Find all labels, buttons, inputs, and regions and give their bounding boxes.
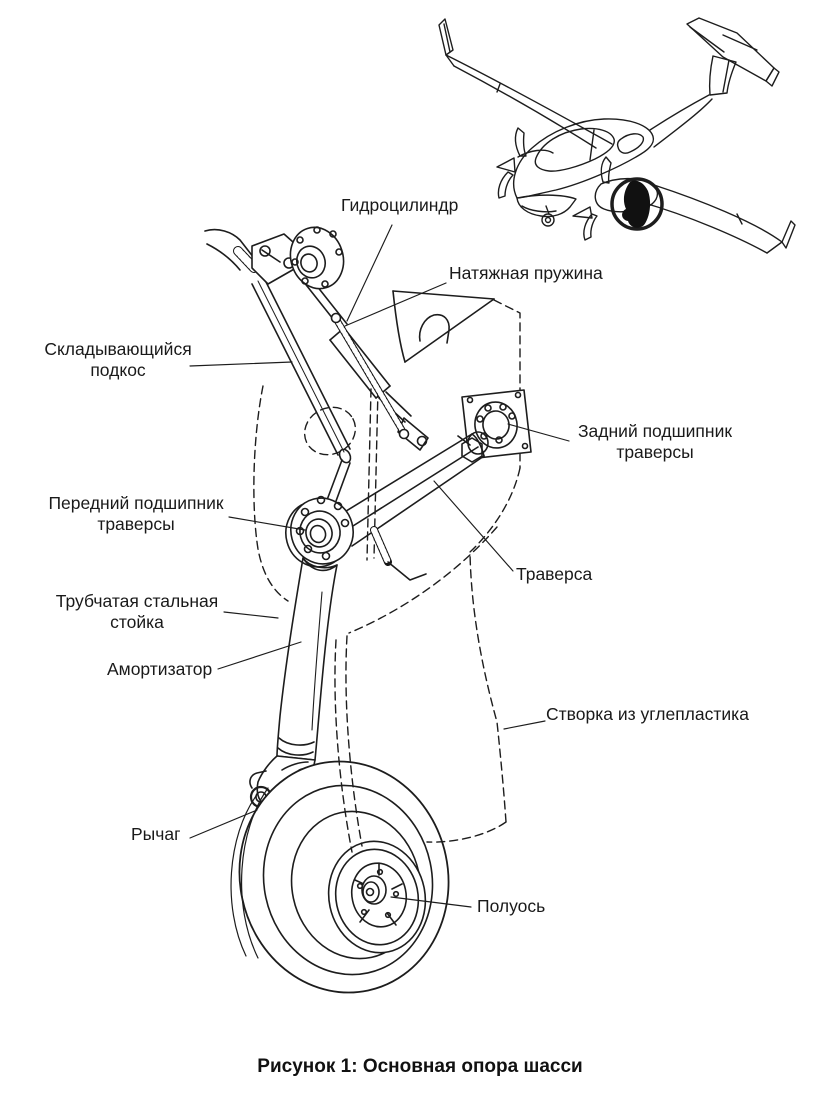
front-trunnion-bearing bbox=[285, 495, 354, 568]
gear-location-highlight-circle bbox=[610, 177, 664, 231]
figure-label-folding-strut-line1: Складывающийся bbox=[44, 339, 192, 359]
upper-attachment-assembly bbox=[204, 228, 303, 285]
aircraft-nose bbox=[516, 194, 577, 218]
aircraft-rear-window bbox=[616, 133, 645, 154]
figure-label-tubular-steel-strut: Трубчатая стальная стойка bbox=[27, 591, 247, 633]
figure-label-half-axle: Полуось bbox=[477, 896, 546, 916]
aircraft-left-propeller bbox=[496, 157, 516, 173]
figure-label-front-trunnion-bearing: Передний подшипник траверсы bbox=[26, 493, 246, 535]
aircraft-right-winglet bbox=[781, 220, 796, 249]
figure-label-tubular-steel-strut-line1: Трубчатая стальная bbox=[55, 591, 219, 611]
leader-half-axle bbox=[390, 896, 472, 908]
wheel-hub-dish bbox=[350, 862, 408, 928]
leader-folding-strut bbox=[189, 361, 293, 367]
leader-lever bbox=[189, 809, 258, 839]
tension-spring bbox=[330, 312, 410, 440]
aircraft-left-winglet bbox=[438, 18, 454, 56]
aircraft-right-propeller bbox=[572, 206, 593, 219]
figure-label-front-trunnion-bearing-line2: траверсы bbox=[97, 514, 175, 534]
door-hinge-tab bbox=[418, 313, 450, 344]
aircraft-right-wing bbox=[653, 184, 783, 243]
main-gear-illustration bbox=[189, 224, 570, 994]
figure-label-hydraulic-cylinder: Гидроцилиндр bbox=[341, 195, 459, 215]
figure-label-folding-strut-line2: подкос bbox=[90, 360, 146, 380]
wheel bbox=[230, 760, 450, 994]
aircraft-tail-boom bbox=[649, 94, 710, 131]
tubular-steel-strut bbox=[276, 557, 338, 761]
leader-shock-absorber bbox=[217, 641, 302, 670]
aircraft-stabilizer bbox=[686, 17, 775, 82]
aircraft-canopy bbox=[534, 127, 615, 172]
upper-mounting-flange bbox=[289, 226, 345, 290]
shock-absorber-inner bbox=[311, 591, 323, 731]
figure-label-carbon-fiber-door: Створка из углепластика bbox=[546, 704, 749, 724]
aircraft-left-wing bbox=[445, 54, 613, 145]
leader-tension-spring bbox=[344, 282, 447, 327]
door-actuator-ribbed bbox=[370, 526, 427, 581]
aircraft-illustration bbox=[438, 17, 796, 254]
aircraft-fin bbox=[708, 55, 737, 96]
gear-location-silhouette bbox=[622, 180, 651, 228]
figure-label-folding-strut: Складывающийся подкос bbox=[18, 339, 218, 381]
figure-label-trunnion: Траверса bbox=[516, 564, 593, 584]
figure-label-rear-trunnion-bearing-line1: Задний подшипник bbox=[577, 421, 732, 441]
figure-label-rear-trunnion-bearing-line2: траверсы bbox=[616, 442, 694, 462]
figure-caption: Рисунок 1: Основная опора шасси bbox=[257, 1056, 583, 1077]
figure-label-shock-absorber: Амортизатор bbox=[107, 659, 213, 679]
figure-label-rear-trunnion-bearing: Задний подшипник траверсы bbox=[545, 421, 765, 463]
leader-rear-bearing bbox=[507, 423, 570, 442]
carbon-door-outline bbox=[334, 467, 521, 853]
label-leader-lines bbox=[189, 224, 570, 908]
wheel-well-panel bbox=[392, 290, 495, 363]
aircraft-fuselage bbox=[513, 118, 655, 199]
figure-label-front-trunnion-bearing-line1: Передний подшипник bbox=[48, 493, 224, 513]
figure-label-lever: Рычаг bbox=[131, 824, 181, 844]
leader-carbon-door bbox=[503, 720, 546, 730]
leader-front-bearing bbox=[228, 516, 306, 531]
leader-trunnion bbox=[433, 480, 514, 572]
aircraft-nose-wheel bbox=[541, 213, 555, 227]
rear-trunnion-bearing bbox=[457, 389, 532, 463]
leader-hydraulic-cylinder bbox=[346, 224, 393, 322]
figure-label-tension-spring: Натяжная пружина bbox=[449, 263, 603, 283]
figure-label-tubular-steel-strut-line2: стойка bbox=[110, 612, 164, 632]
leader-tubular-strut bbox=[223, 611, 279, 619]
